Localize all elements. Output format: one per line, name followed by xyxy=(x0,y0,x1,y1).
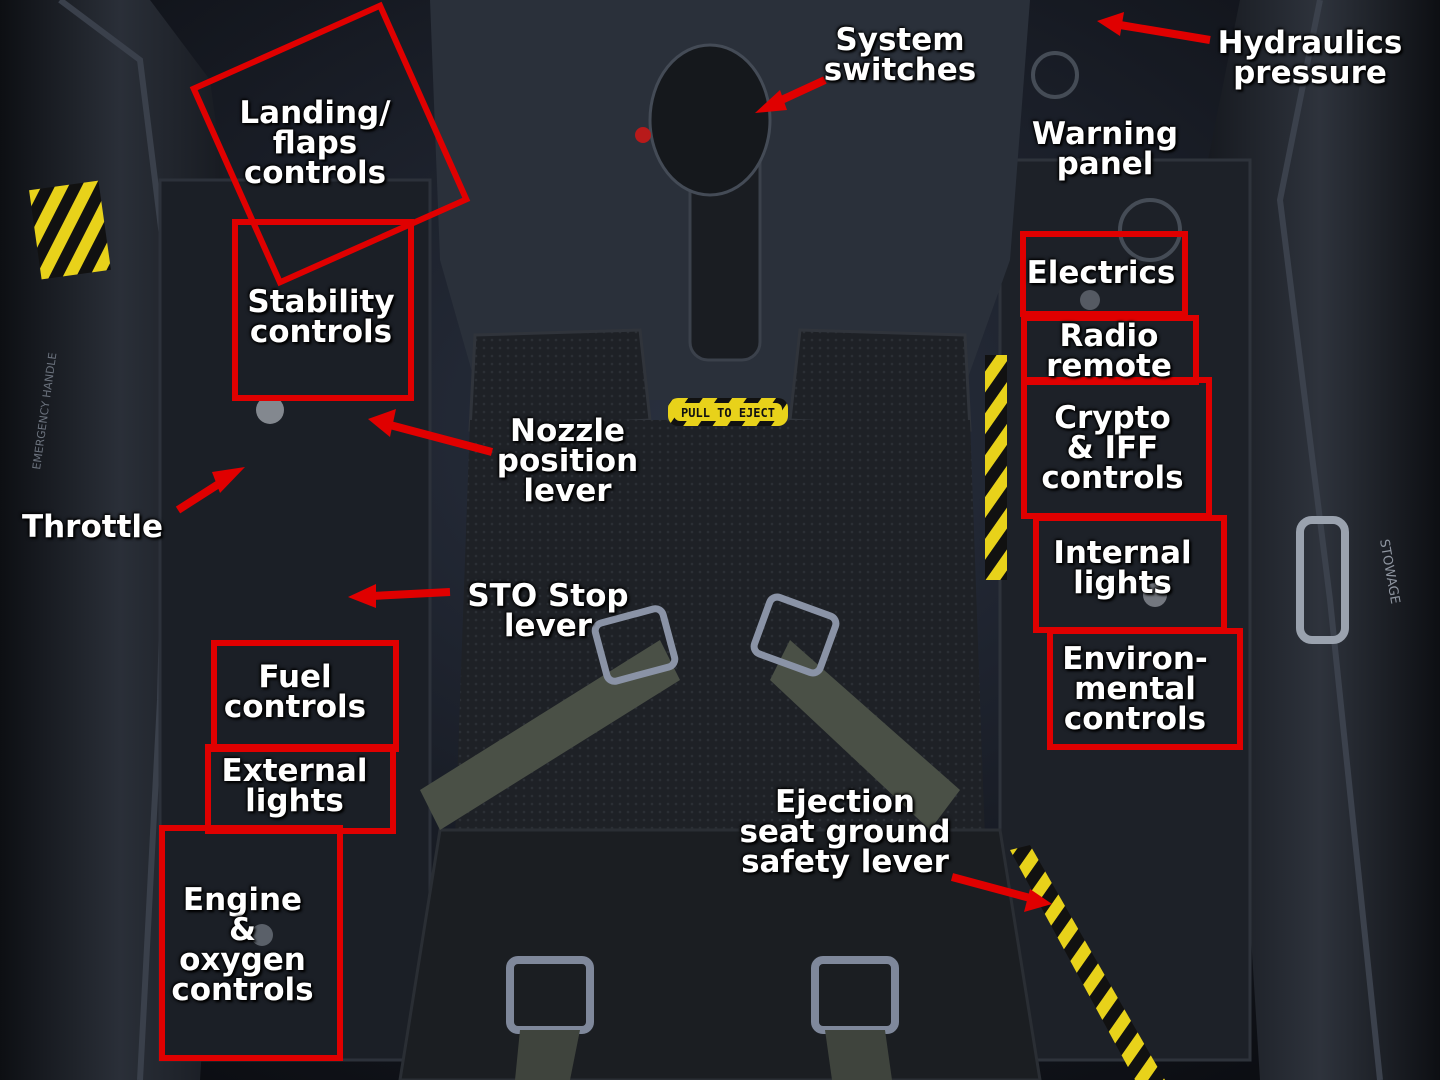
label-radio-remote: Radio remote xyxy=(1046,318,1172,384)
right-console xyxy=(998,158,1252,1062)
gauge xyxy=(1031,51,1079,99)
arrow-sto-stop xyxy=(348,584,451,608)
electrics-box xyxy=(1020,231,1188,317)
gauge xyxy=(1118,198,1182,262)
label-crypto-iff: Crypto & IFF controls xyxy=(1041,400,1184,496)
console-knob xyxy=(1080,290,1100,310)
label-nozzle: Nozzle position lever xyxy=(496,413,639,509)
engine-oxygen-box xyxy=(159,825,343,1061)
label-sto-stop: STO Stop lever xyxy=(467,578,629,644)
label-electrics: Electrics xyxy=(1026,255,1176,291)
label-internal-lights: Internal lights xyxy=(1053,535,1192,601)
pull-to-eject-placard xyxy=(674,403,782,421)
trigger-button xyxy=(635,127,651,143)
label-engine-oxygen: Engine & oxygen controls xyxy=(171,882,314,1008)
harness-buckle-right xyxy=(750,593,840,677)
arrows xyxy=(175,12,1211,912)
lap-strap-right xyxy=(825,1030,892,1080)
arrow-system-switches xyxy=(755,76,827,113)
harness-strap-left xyxy=(420,640,680,830)
seat-headrest-right xyxy=(788,328,972,432)
console-knob xyxy=(251,924,273,946)
label-ejection: Ejection seat ground safety lever xyxy=(739,784,951,880)
label-environmental: Environ- mental controls xyxy=(1062,641,1208,737)
pull-to-eject-text: PULL TO EJECT xyxy=(681,406,775,420)
left-hazard-handle xyxy=(29,180,111,280)
harness-strap-right xyxy=(770,640,960,830)
right-wall-edge xyxy=(1276,0,1383,1080)
console-knob xyxy=(256,396,284,424)
harness-buckle-left xyxy=(591,605,679,685)
arrow-nozzle xyxy=(368,409,494,456)
label-landing-flaps: Landing/ flaps controls xyxy=(239,95,391,191)
stability-box xyxy=(232,219,414,401)
label-hydraulics: Hydraulics pressure xyxy=(1217,25,1403,91)
label-warning-panel: Warning panel xyxy=(1031,116,1179,182)
label-stability: Stability controls xyxy=(247,284,395,350)
arrow-throttle xyxy=(175,467,245,514)
lap-strap-left xyxy=(515,1030,580,1080)
control-grip xyxy=(648,43,772,197)
label-external-lights: External lights xyxy=(221,753,368,819)
external-lights-box xyxy=(205,744,396,834)
label-system-switches: System switches xyxy=(823,22,977,88)
label-throttle: Throttle xyxy=(21,509,164,545)
seat-cushion xyxy=(398,828,1042,1080)
label-fuel: Fuel controls xyxy=(223,659,367,725)
arrow-ejection xyxy=(950,873,1052,912)
stowage-handle xyxy=(1296,516,1349,644)
arrow-hydraulics xyxy=(1097,12,1211,44)
right-hazard-strip xyxy=(985,355,1007,580)
console-knob xyxy=(1143,583,1167,607)
environmental-box xyxy=(1047,628,1243,750)
